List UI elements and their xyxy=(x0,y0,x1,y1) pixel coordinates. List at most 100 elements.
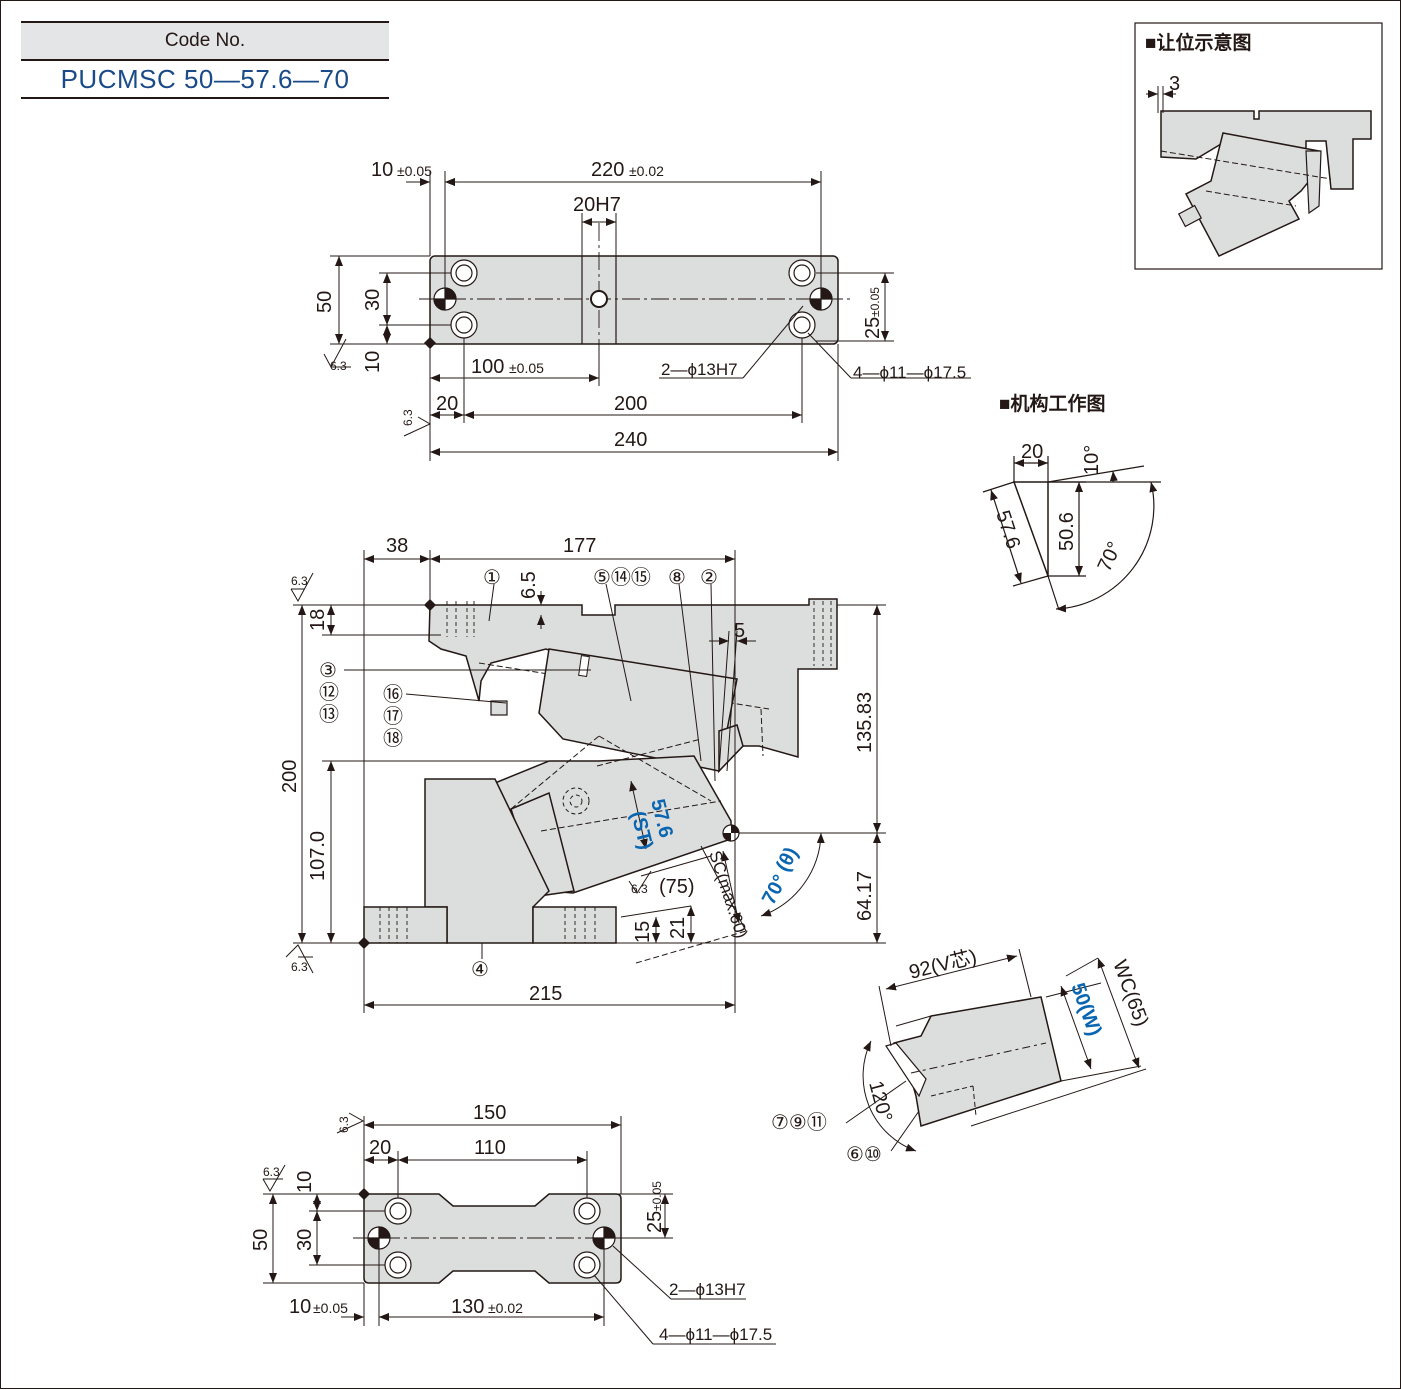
side-part-2: ② xyxy=(700,567,718,589)
side-dim-215: 215 xyxy=(529,983,562,1005)
side-part-16: ⑯ xyxy=(383,683,403,706)
bottom-hole-3-in xyxy=(579,1203,595,1219)
side-part-3: ③ xyxy=(319,660,337,682)
top-dim-10: 10 xyxy=(371,159,393,181)
bottom-dim-30: 30 xyxy=(294,1229,316,1251)
side-roughness-top-label: 6.3 xyxy=(291,574,308,588)
side-roughness-bottom: 6.3 xyxy=(286,945,313,974)
top-hole-2-in xyxy=(456,317,472,333)
work-block xyxy=(891,997,1061,1126)
side-dim-sc: SC(max.60) xyxy=(705,848,751,940)
bottom-roughness-1: 6.3 xyxy=(337,1113,363,1133)
side-dim-107: 107.0 xyxy=(307,831,329,881)
top-dim-20h7: 20H7 xyxy=(573,194,621,216)
side-part-5: ⑤⑭⑮ xyxy=(593,566,651,589)
bottom-roughness-2: 6.3 xyxy=(263,1165,285,1191)
top-dim-100-tol: ±0.05 xyxy=(509,360,544,376)
work-dim-wc: WC(65) xyxy=(1108,957,1152,1029)
top-hole-1-in xyxy=(456,265,472,281)
side-driver xyxy=(719,725,743,771)
side-dim-177: 177 xyxy=(563,535,596,557)
clearance-gap-label: 3 xyxy=(1169,73,1180,95)
side-roughness-bottom-label: 6.3 xyxy=(291,960,308,974)
bottom-hole-1-in xyxy=(390,1203,406,1219)
top-roughness-2: 6.3 xyxy=(401,409,430,436)
top-dim-240: 240 xyxy=(614,429,647,451)
side-dim-200: 200 xyxy=(279,760,301,793)
work-inset: ■机构工作图 20 57.6 50.6 10° xyxy=(983,392,1161,610)
work-angle-70: 70° xyxy=(1094,538,1127,575)
top-plate xyxy=(430,256,838,344)
top-roughness-1-label: 6.3 xyxy=(330,359,347,373)
work-dim-20: 20 xyxy=(1021,441,1043,463)
work-part-b: ⑥⑩ xyxy=(846,1144,882,1166)
top-dim-50: 50 xyxy=(314,291,336,313)
work-dim-57-6: 57.6 xyxy=(991,508,1024,552)
side-dim-64: 64.17 xyxy=(854,871,876,921)
bottom-roughness-1-label: 6.3 xyxy=(337,1116,351,1133)
work-part-a: ⑦⑨⑪ xyxy=(771,1111,827,1134)
bottom-dim-25: 25 xyxy=(644,1211,666,1233)
work-inset-title: ■机构工作图 xyxy=(999,392,1105,415)
top-hole-a-label: 2—ϕ13H7 xyxy=(661,360,738,379)
top-dim-20: 20 xyxy=(436,393,458,415)
side-part-17: ⑰ xyxy=(383,705,403,728)
side-dim-18: 18 xyxy=(307,609,329,631)
top-dim-10-tol: ±0.05 xyxy=(397,163,432,179)
work-dim-92: 92(V芯) xyxy=(907,945,979,984)
top-plan-view: 10 ±0.05 220 ±0.02 20H7 50 30 10 25 ±0.0… xyxy=(314,159,971,461)
side-roughness-cam: 6.3 xyxy=(629,871,651,896)
side-view: 38 177 6.5 5 18 200 107.0 135.83 64.17 2… xyxy=(279,535,886,1013)
side-base-pad-left xyxy=(364,907,447,943)
side-base-pad-right xyxy=(533,907,616,943)
top-dim-10b: 10 xyxy=(362,351,384,373)
top-hole-4-in xyxy=(794,317,810,333)
side-part-1: ① xyxy=(483,567,501,589)
bottom-hole-2-in xyxy=(390,1257,406,1273)
work-dim-50-6: 50.6 xyxy=(1056,512,1078,551)
bottom-dim-110: 110 xyxy=(474,1137,506,1159)
side-angle-label: (θ) xyxy=(772,844,803,876)
side-part-18: ⑱ xyxy=(383,727,403,750)
top-hole-b-label: 4—ϕ11—ϕ17.5 xyxy=(853,363,966,382)
work-view: 92(V芯) 50(W) WC(65) 120° ⑦⑨⑪ ⑥⑩ xyxy=(771,945,1153,1166)
top-dim-220: 220 xyxy=(591,159,624,181)
bottom-dim-10b: 10 xyxy=(289,1296,311,1318)
side-part-8: ⑧ xyxy=(668,567,686,589)
bottom-dim-10: 10 xyxy=(294,1171,316,1193)
bottom-hole-b-label: 4—ϕ11—ϕ17.5 xyxy=(659,1325,772,1344)
bottom-dim-10b-tol: ±0.05 xyxy=(313,1300,348,1316)
top-center-hole xyxy=(591,291,607,307)
side-dim-21: 21 xyxy=(667,917,689,939)
side-dim-38: 38 xyxy=(386,535,408,557)
clearance-driver xyxy=(1306,151,1321,213)
top-roughness-2-label: 6.3 xyxy=(401,409,415,426)
bottom-dim-20: 20 xyxy=(369,1137,391,1159)
side-dim-6-5: 6.5 xyxy=(518,571,540,599)
side-angle-value: 70° xyxy=(758,871,792,908)
bottom-dim-130-tol: ±0.02 xyxy=(488,1300,523,1316)
side-dim-135: 135.83 xyxy=(854,692,876,753)
work-angle-10: 10° xyxy=(1081,445,1103,475)
side-part-12: ⑫ xyxy=(319,681,339,704)
side-dim-5: 5 xyxy=(734,620,745,642)
top-dim-30: 30 xyxy=(362,289,384,311)
side-dim-15: 15 xyxy=(632,921,654,943)
top-dim-220-tol: ±0.02 xyxy=(629,163,664,179)
clearance-inset: ■让位示意图 3 xyxy=(1135,23,1382,269)
clearance-inset-title: ■让位示意图 xyxy=(1145,31,1251,54)
work-dim-50w: 50(W) xyxy=(1066,980,1105,1039)
work-angle-120: 120° xyxy=(864,1079,896,1125)
side-part-4: ④ xyxy=(471,959,489,981)
top-hole-3-in xyxy=(794,265,810,281)
bottom-dim-150: 150 xyxy=(473,1102,506,1124)
top-dim-25: 25 xyxy=(862,317,884,339)
bottom-plan-view: 150 20 110 10 50 30 25 ±0.05 10 ±0.05 13… xyxy=(250,1102,776,1344)
side-roughness-cam-label: 6.3 xyxy=(631,882,648,896)
top-dim-100: 100 xyxy=(471,356,504,378)
bottom-hole-4-in xyxy=(579,1257,595,1273)
side-roughness-top: 6.3 xyxy=(291,573,313,601)
bottom-dim-50: 50 xyxy=(250,1229,272,1251)
